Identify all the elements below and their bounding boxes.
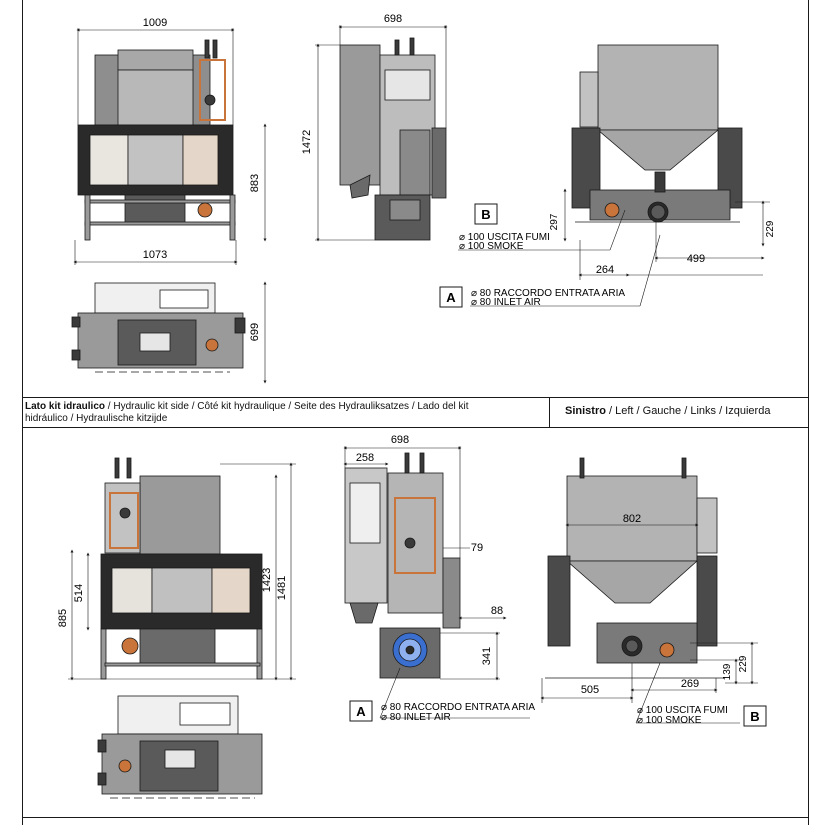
dim-1073: 1073: [143, 249, 167, 261]
caption-left-line2: hidráulico / Hydraulische kitzijde: [25, 413, 168, 424]
dim-885: 885: [57, 609, 69, 627]
dim-505: 505: [581, 684, 599, 696]
dim-699: 699: [249, 323, 261, 341]
caption-left-line1: Lato kit idraulico / Hydraulic kit side …: [25, 401, 545, 413]
bottom-label-a: [349, 667, 530, 722]
top-side-view: [339, 37, 447, 241]
top-front-dim-lines: [73, 28, 267, 265]
bottom-rear-dim-lines: [540, 523, 758, 703]
bottom-front-view: [100, 457, 263, 680]
caption-right-rest: / Left / Gauche / Links / Izquierda: [605, 405, 771, 417]
dim-1009: 1009: [143, 17, 167, 29]
bottom-plan-view: [97, 695, 263, 799]
top-label-b-line2: ⌀ 100 SMOKE: [459, 241, 524, 252]
bottom-label-b-line1: ⌀ 100 USCITA FUMI: [637, 705, 728, 716]
bottom-side-view: [344, 452, 461, 679]
bottom-label-b: [635, 662, 767, 727]
dim-229-bottom: 229: [738, 655, 749, 672]
dim-269: 269: [681, 678, 699, 690]
caption-left-bold: Lato kit idraulico: [25, 401, 106, 412]
dim-229-top: 229: [765, 220, 776, 237]
top-label-a: [439, 234, 661, 308]
dim-802: 802: [623, 513, 641, 525]
dim-1472: 1472: [301, 130, 313, 154]
bottom-panel-drawings: 885 514 1481 1423: [57, 434, 767, 799]
dim-258: 258: [356, 452, 374, 464]
top-label-a-line1: ⌀ 80 RACCORDO ENTRATA ARIA: [471, 288, 625, 299]
dim-88: 88: [491, 605, 503, 617]
caption-bottom-line: [22, 427, 809, 428]
bottom-label-a-line2: ⌀ 80 INLET AIR: [381, 712, 451, 723]
caption-divider: [549, 397, 550, 427]
dim-698-top: 698: [384, 13, 402, 25]
caption-top-line: [22, 397, 809, 398]
frame-left: [22, 0, 23, 825]
dim-514: 514: [73, 584, 85, 602]
top-rear-dim-lines: [578, 200, 770, 280]
top-label-b: [458, 203, 626, 251]
top-label-a-letter: A: [446, 290, 456, 305]
caption-right-bold: Sinistro: [565, 405, 606, 417]
frame-bottom: [22, 817, 809, 818]
bottom-rear-view: [545, 457, 725, 679]
dim-264: 264: [596, 264, 614, 276]
top-label-b-line1: ⌀ 100 USCITA FUMI: [459, 232, 550, 243]
dim-883: 883: [249, 174, 261, 192]
top-label-a-line2: ⌀ 80 INLET AIR: [471, 297, 541, 308]
top-label-b-letter: B: [481, 207, 490, 222]
dim-139: 139: [722, 663, 733, 680]
top-front-view: [77, 39, 236, 241]
dim-341: 341: [481, 647, 493, 665]
caption-left-rest: / Hydraulic kit side / Côté kit hydrauli…: [105, 401, 469, 412]
bottom-label-b-letter: B: [750, 709, 759, 724]
dim-297: 297: [549, 213, 560, 230]
dim-79: 79: [471, 542, 483, 554]
caption-right: Sinistro / Left / Gauche / Links / Izqui…: [565, 405, 770, 418]
bottom-side-dim-lines: [343, 446, 507, 681]
top-rear-view: [571, 44, 743, 223]
dim-499: 499: [687, 253, 705, 265]
bottom-label-b-line2: ⌀ 100 SMOKE: [637, 715, 702, 726]
bottom-front-dim-lines: [68, 462, 296, 681]
bottom-label-a-line1: ⌀ 80 RACCORDO ENTRATA ARIA: [381, 702, 535, 713]
dim-1481: 1481: [276, 576, 288, 600]
top-panel-drawings: 1009 1073 883 698 1472 297: [71, 13, 776, 384]
dim-1423: 1423: [261, 568, 273, 592]
top-side-dim-lines: [315, 25, 567, 242]
dim-698-bottom: 698: [391, 434, 409, 446]
caption-left: Lato kit idraulico / Hydraulic kit side …: [25, 401, 545, 425]
top-plan-view: [71, 282, 246, 373]
bottom-label-a-letter: A: [356, 704, 366, 719]
frame-right: [808, 0, 809, 825]
